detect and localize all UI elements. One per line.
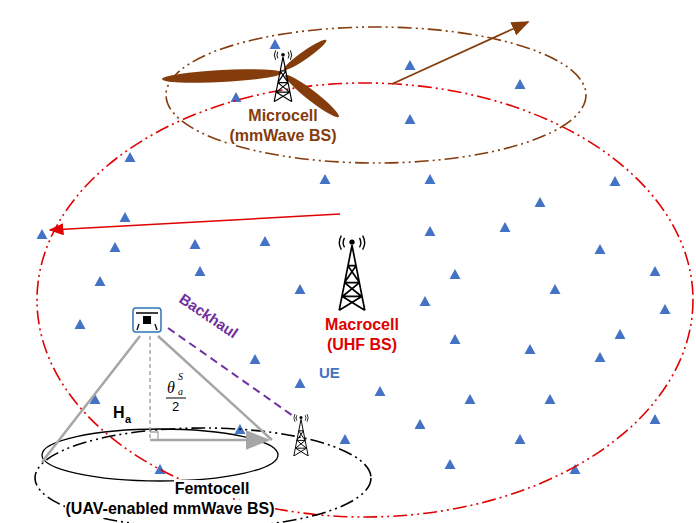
cell-label: (mmWave BS) (229, 127, 338, 145)
ue-triangle (295, 284, 306, 294)
ue-triangle (95, 276, 106, 286)
ue-triangle (500, 222, 511, 232)
backhaul-label: Backhaul (175, 290, 241, 342)
ue-triangle (445, 459, 456, 469)
ue-triangle (595, 352, 606, 362)
femtocell-boundary (35, 428, 371, 523)
macrocell-radius-arrow (50, 214, 340, 230)
ue-triangle (120, 212, 131, 222)
ue-triangles (37, 39, 671, 474)
ue-triangle (650, 414, 661, 424)
ue-triangle (420, 296, 431, 306)
ue-triangle (610, 176, 621, 186)
ue-triangle (375, 386, 386, 396)
macrocell-boundary (37, 83, 693, 517)
ue-triangle (465, 394, 476, 404)
cell-label: Microcell (247, 107, 318, 125)
ue-triangle (405, 60, 416, 70)
ue-triangle (660, 304, 671, 314)
ue-triangle (515, 79, 526, 89)
subscript: a (177, 386, 184, 397)
ue-triangle (340, 434, 351, 444)
cell-label: Macrocell (324, 316, 400, 334)
ue-triangle (37, 229, 48, 239)
ue-triangle (425, 174, 436, 184)
uav-coverage-ellipse (42, 429, 278, 481)
uav-cone (42, 336, 272, 462)
ue-triangle (545, 394, 556, 404)
ue-triangle (450, 334, 461, 344)
cell-label: Femtocell (174, 480, 251, 498)
superscript: S (177, 371, 184, 382)
ue-triangle (415, 419, 426, 429)
fraction-bar (166, 398, 186, 399)
ue-triangle (155, 464, 166, 474)
ue-triangle (405, 114, 416, 124)
cell-label: (UHF BS) (326, 336, 398, 354)
ue-triangle (615, 329, 626, 339)
macro-tower (339, 236, 365, 311)
femto-tower (294, 414, 308, 456)
ue-triangle (270, 39, 281, 49)
ue-triangle (650, 266, 661, 276)
ue-triangle (195, 266, 206, 276)
fraction-denominator: 2 (171, 400, 180, 414)
ue-triangle (535, 197, 546, 207)
ue-triangle (231, 92, 242, 102)
ue-triangle (125, 152, 136, 162)
ue-triangle (295, 378, 306, 388)
ue-triangle (425, 226, 436, 236)
uav-icon (133, 308, 161, 332)
ue-triangle (110, 242, 121, 252)
ue-triangle (260, 236, 271, 246)
cell-label: (UAV-enabled mmWave BS) (65, 500, 276, 518)
backhaul-link (168, 328, 296, 418)
microcell-boundary (166, 27, 586, 163)
ue-label: UE (318, 365, 341, 382)
ue-triangle (450, 269, 461, 279)
ue-triangle (190, 239, 201, 249)
ue-triangle (320, 174, 331, 184)
ue-triangle (250, 354, 261, 364)
microcell-radius-arrow (392, 22, 528, 84)
micro-tower (274, 50, 292, 101)
angle-symbol: θ (166, 379, 176, 397)
ue-triangle (525, 344, 536, 354)
ue-triangle (595, 244, 606, 254)
ue-triangle (75, 319, 86, 329)
ue-triangle (515, 434, 526, 444)
ue-triangle (550, 284, 561, 294)
subscript: a (124, 413, 132, 425)
